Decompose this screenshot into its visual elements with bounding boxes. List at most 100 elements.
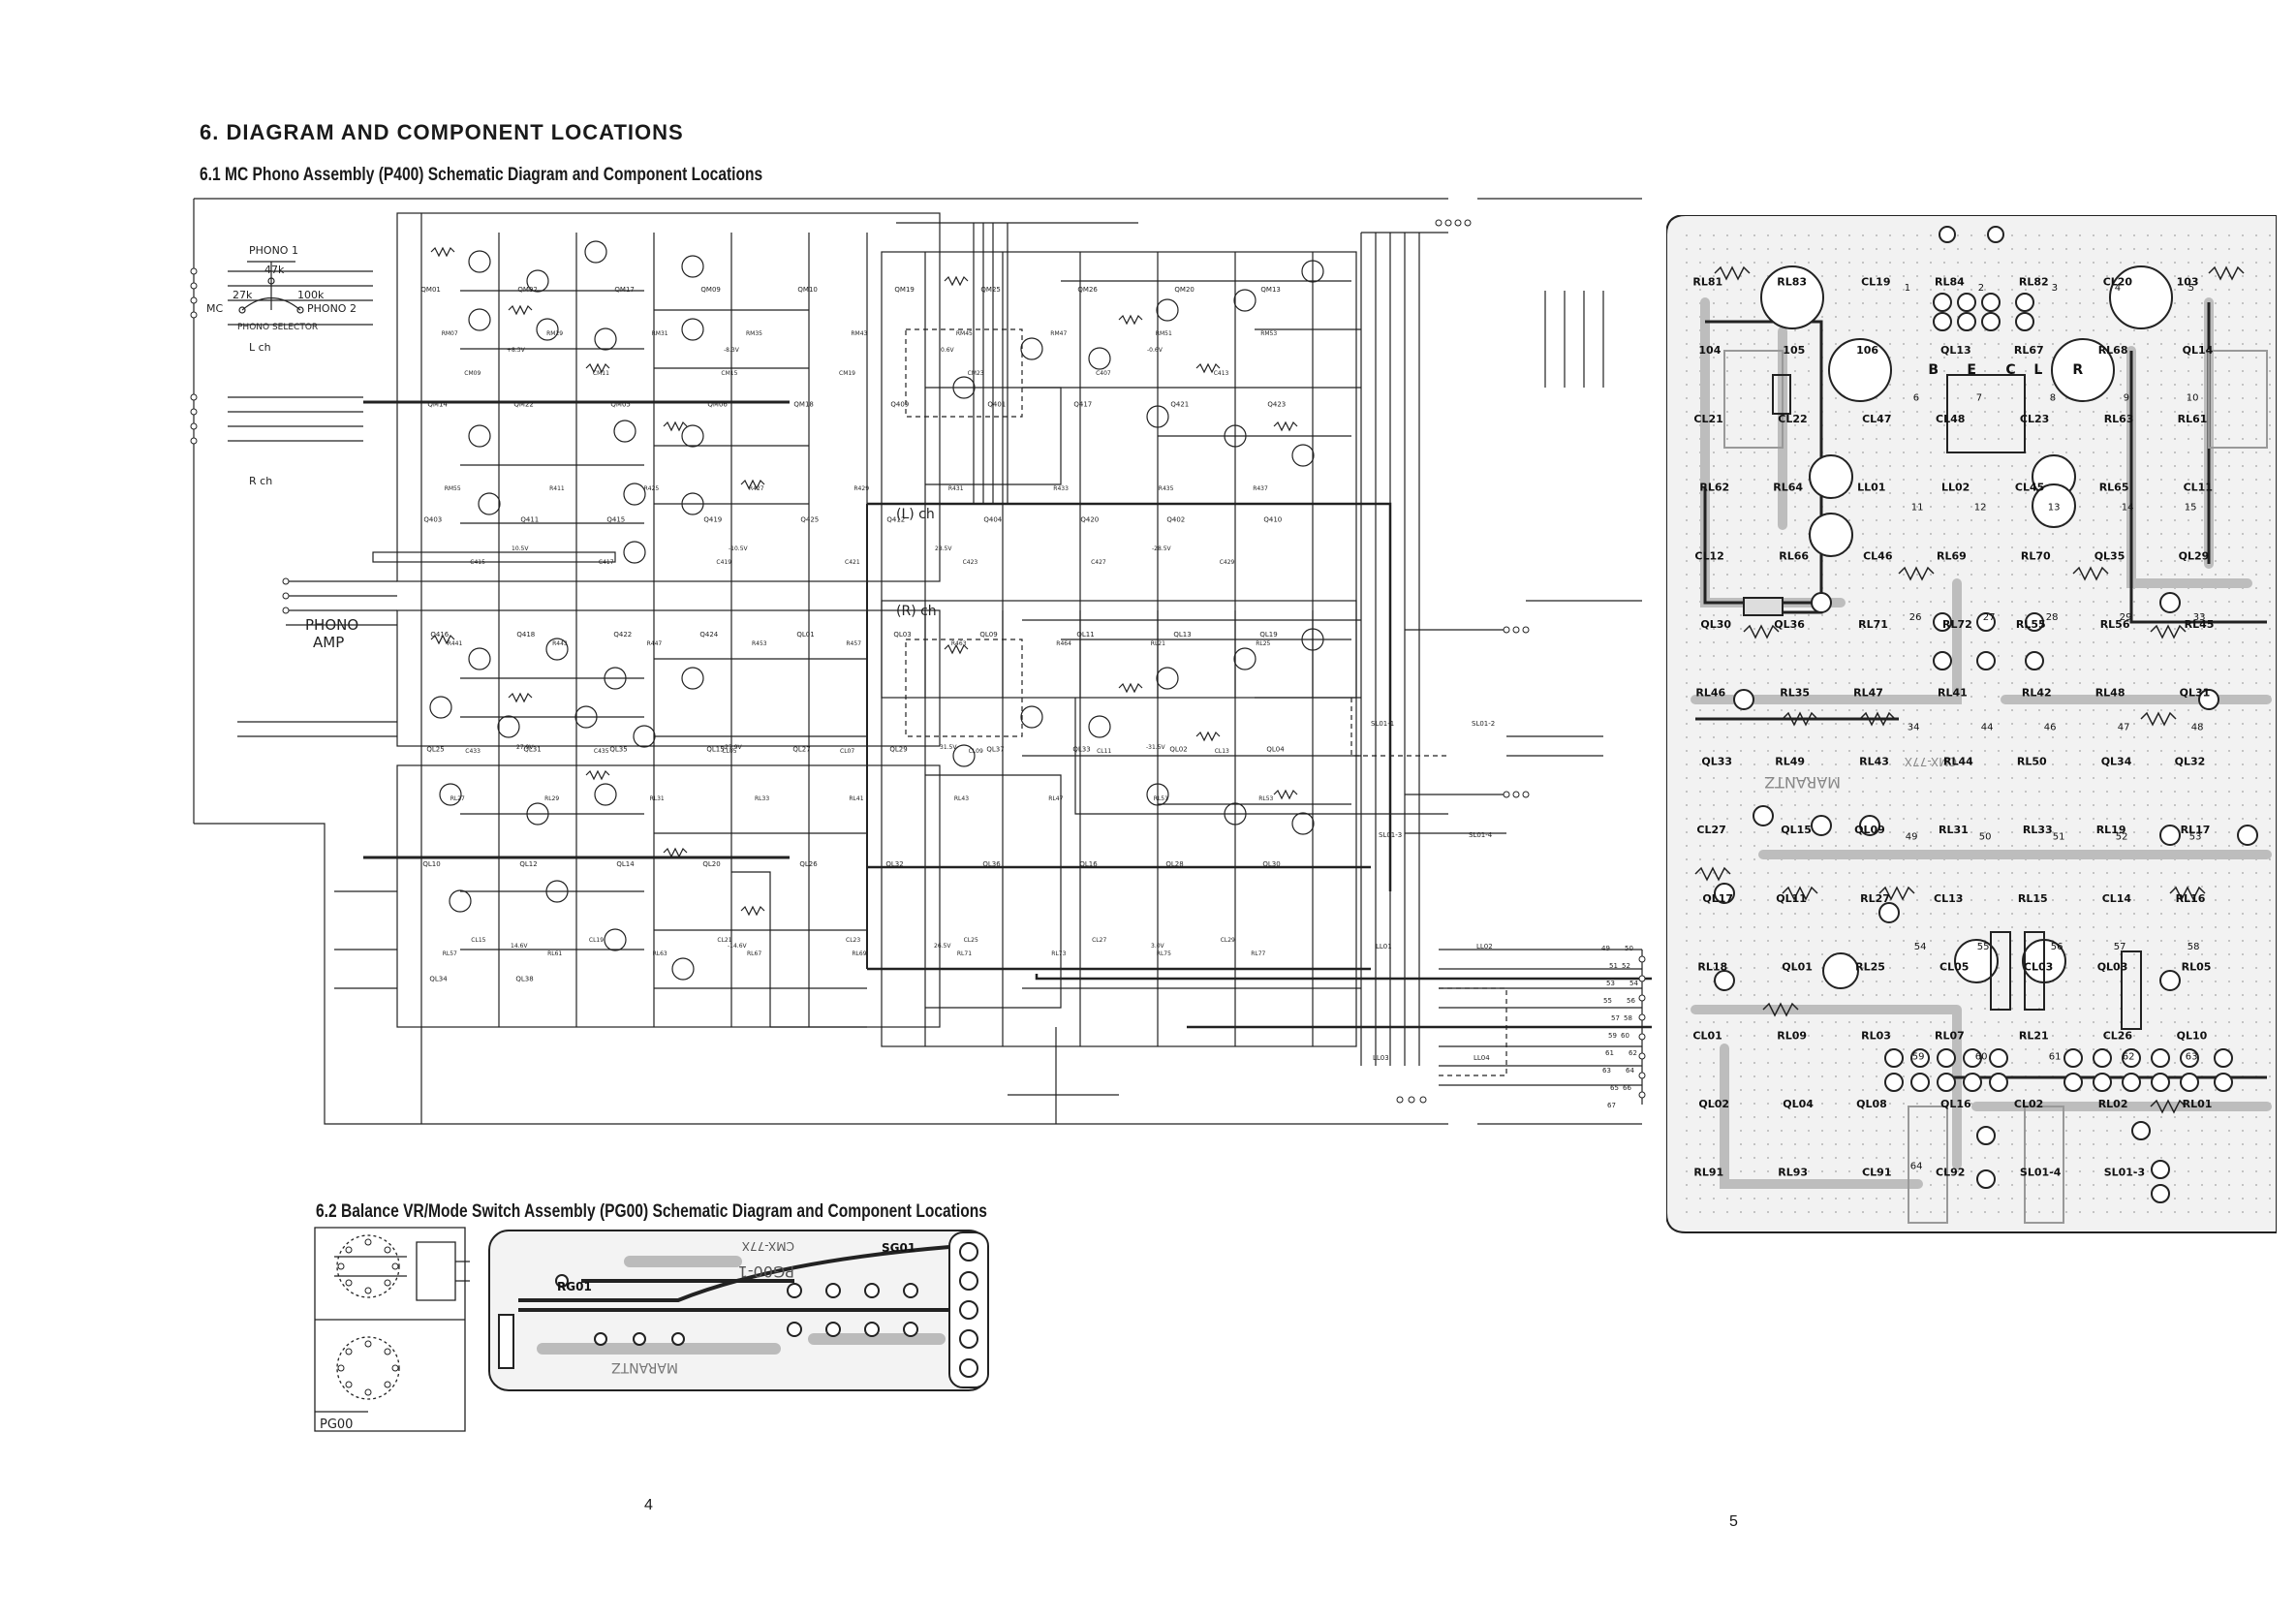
transistor-label: QL30 xyxy=(1262,860,1280,868)
pcb-part-label: QL31 xyxy=(2180,687,2211,700)
terminal-number-label: 65 xyxy=(1610,1084,1619,1092)
pcb-part-label: QL35 xyxy=(2094,549,2125,562)
capacitor-label: CL07 xyxy=(840,748,854,755)
pcb-part-label: CL91 xyxy=(1862,1167,1891,1179)
voltage-label: 14.6V xyxy=(511,943,528,950)
resistor-label: RL57 xyxy=(443,950,457,957)
capacitor-label: C415 xyxy=(470,559,485,566)
resistor-label: RL69 xyxy=(852,950,866,957)
voltage-label: -28.5V xyxy=(1152,545,1172,552)
transistor-label: QL38 xyxy=(515,976,533,983)
connector-label: SL01-3 xyxy=(1379,831,1402,839)
connector-label: LL04 xyxy=(1474,1054,1490,1062)
voltage-label: 0.6V xyxy=(941,347,955,354)
pcb-part-label: RL19 xyxy=(2096,824,2126,836)
terminal-number-label: 62 xyxy=(1629,1049,1637,1057)
resistor-label: RM29 xyxy=(546,330,563,337)
pcb-part-label: RL84 xyxy=(1935,275,1965,288)
resistor-label: RL53 xyxy=(1258,795,1273,802)
pcb-pad-number: 44 xyxy=(1981,722,1994,732)
transistor-label: QL31 xyxy=(523,745,541,753)
pcb-pad-number: 28 xyxy=(2046,612,2059,623)
pcb-part-label: RL09 xyxy=(1777,1029,1807,1042)
resistor-label: RL73 xyxy=(1051,950,1066,957)
pg00-pcb-layout: CMX-77X PG00-1 SG01 RG01 MARANTZ xyxy=(488,1230,989,1391)
pcb-part-label: CL23 xyxy=(2020,413,2049,425)
pcb-part-label: RL81 xyxy=(1692,275,1722,288)
transistor-label: QL15 xyxy=(706,745,724,753)
pcb-pad-number: 62 xyxy=(2123,1051,2135,1062)
pcb-pad-number: 51 xyxy=(2053,832,2065,843)
resistor-label: RM43 xyxy=(851,330,867,337)
resistor-label: RM51 xyxy=(1156,330,1172,337)
capacitor-label: C427 xyxy=(1091,559,1106,566)
pcb-part-label: RL43 xyxy=(1859,755,1889,767)
pg00-rg01-label: RG01 xyxy=(557,1280,592,1293)
page-number-right: 5 xyxy=(1729,1513,1738,1530)
resistor-label: RL41 xyxy=(849,795,863,802)
pcb-part-label: RL93 xyxy=(1778,1167,1808,1179)
transistor-label: QL19 xyxy=(1259,631,1277,639)
pcb-part-label: RL68 xyxy=(2098,344,2128,357)
connector-label: LL01 xyxy=(1376,943,1392,950)
transistor-label: QL28 xyxy=(1165,860,1183,868)
pcb-part-label: 106 xyxy=(1856,344,1878,357)
transistor-label: QM17 xyxy=(614,286,634,294)
pcb-part-label: CL27 xyxy=(1696,824,1725,836)
voltage-label: 10.5V xyxy=(512,545,529,552)
pcb-part-label: RL03 xyxy=(1861,1029,1891,1042)
transistor-label: QL33 xyxy=(1072,745,1090,753)
pcb-part-label: RL44 xyxy=(1943,755,1973,767)
pcb-part-label: RL16 xyxy=(2176,892,2206,905)
pcb-pad-number: 2 xyxy=(1978,283,1984,294)
terminal-number-label: 50 xyxy=(1625,945,1633,952)
transistor-label: QL12 xyxy=(519,860,537,868)
pg00-sg01-label: SG01 xyxy=(882,1241,915,1255)
transistor-label: QL04 xyxy=(1266,745,1285,753)
phono-selector-symbol xyxy=(238,261,304,314)
resistor-label: RL47 xyxy=(1048,795,1063,802)
pcb-part-label: RL71 xyxy=(1858,618,1888,631)
pcb-part-label: RL01 xyxy=(2183,1098,2213,1110)
pcb-part-label: RL46 xyxy=(1695,687,1725,700)
transistor-label: Q424 xyxy=(699,631,718,639)
voltage-label: -0.6V xyxy=(1147,347,1164,354)
pcb-pad-number: 64 xyxy=(1910,1162,1923,1172)
resistor-label: RL51 xyxy=(1154,795,1168,802)
pcb-part-label: RL49 xyxy=(1775,755,1805,767)
pcb-part-label: QL34 xyxy=(2101,755,2132,767)
transistor-label: QM09 xyxy=(700,286,720,294)
transistor-label: QL10 xyxy=(422,860,440,868)
resistor-label: RL71 xyxy=(957,950,972,957)
terminal-number-label: 60 xyxy=(1621,1032,1629,1040)
pcb-pad-number: 1 xyxy=(1905,283,1910,294)
resistor-label: RL63 xyxy=(653,950,667,957)
pcb-part-label: QL09 xyxy=(1854,824,1885,836)
resistor-label: R435 xyxy=(1159,485,1174,492)
resistor-label: R464 xyxy=(1056,640,1071,647)
capacitor-label: C423 xyxy=(963,559,978,566)
terminal-number-label: 53 xyxy=(1606,980,1615,987)
resistor-label: R443 xyxy=(552,640,568,647)
phono-amp-label-1: PHONO xyxy=(305,616,358,634)
resistor-label: RL61 xyxy=(547,950,562,957)
r47k-label: 47k xyxy=(264,264,285,276)
transistor-label: Q401 xyxy=(987,401,1006,409)
pcb-pad-number: 54 xyxy=(1914,942,1927,952)
voltage-label: -27.9V xyxy=(723,744,743,751)
pcb-part-label: LL01 xyxy=(1857,482,1885,494)
pcb-part-label: QL16 xyxy=(1940,1098,1971,1110)
transistor-label: Q421 xyxy=(1170,401,1189,409)
phono-selector-label: PHONO SELECTOR xyxy=(237,323,318,332)
pcb-pad-number: 5 xyxy=(2188,283,2194,294)
pcb-part-label: CL20 xyxy=(2103,275,2133,288)
pcb-pad-number: 26 xyxy=(1909,612,1922,623)
resistor-label: RM47 xyxy=(1050,330,1067,337)
pcb-pad-number: 47 xyxy=(2118,722,2130,732)
pcb-part-label: QL01 xyxy=(1782,961,1813,974)
page-number-left: 4 xyxy=(644,1497,653,1513)
capacitor-label: CM11 xyxy=(593,370,609,377)
pcb-pad-number: 63 xyxy=(2186,1051,2198,1062)
transistor-label: Q402 xyxy=(1166,515,1185,523)
